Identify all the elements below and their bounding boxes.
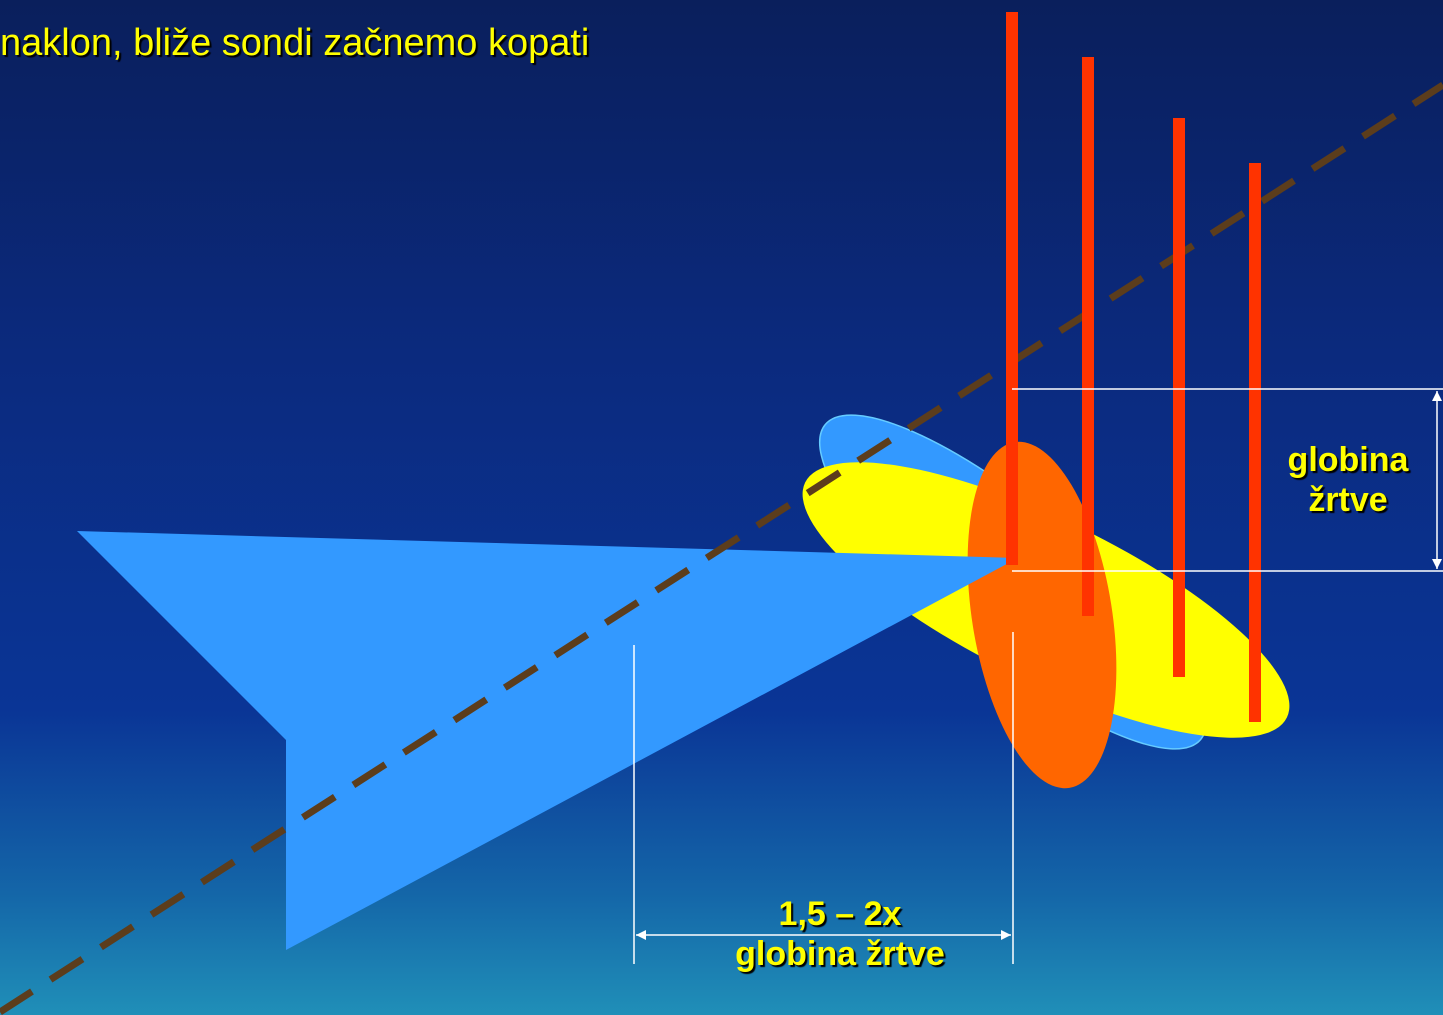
depth-label-line1: globina bbox=[1287, 441, 1409, 479]
depth-label-line2: žrtve bbox=[1308, 481, 1388, 519]
snow-cone-shape bbox=[77, 531, 1018, 950]
depth-label: globina žrtve bbox=[1268, 440, 1428, 520]
dig-direction-line bbox=[0, 82, 1443, 1015]
distance-label-line2: globina žrtve bbox=[735, 935, 945, 973]
slide-title: naklon, bliže sondi začnemo kopati bbox=[0, 22, 590, 64]
distance-label: 1,5 – 2x globina žrtve bbox=[680, 894, 1000, 974]
distance-label-line1: 1,5 – 2x bbox=[778, 895, 902, 933]
victim-ellipse bbox=[967, 441, 1117, 789]
